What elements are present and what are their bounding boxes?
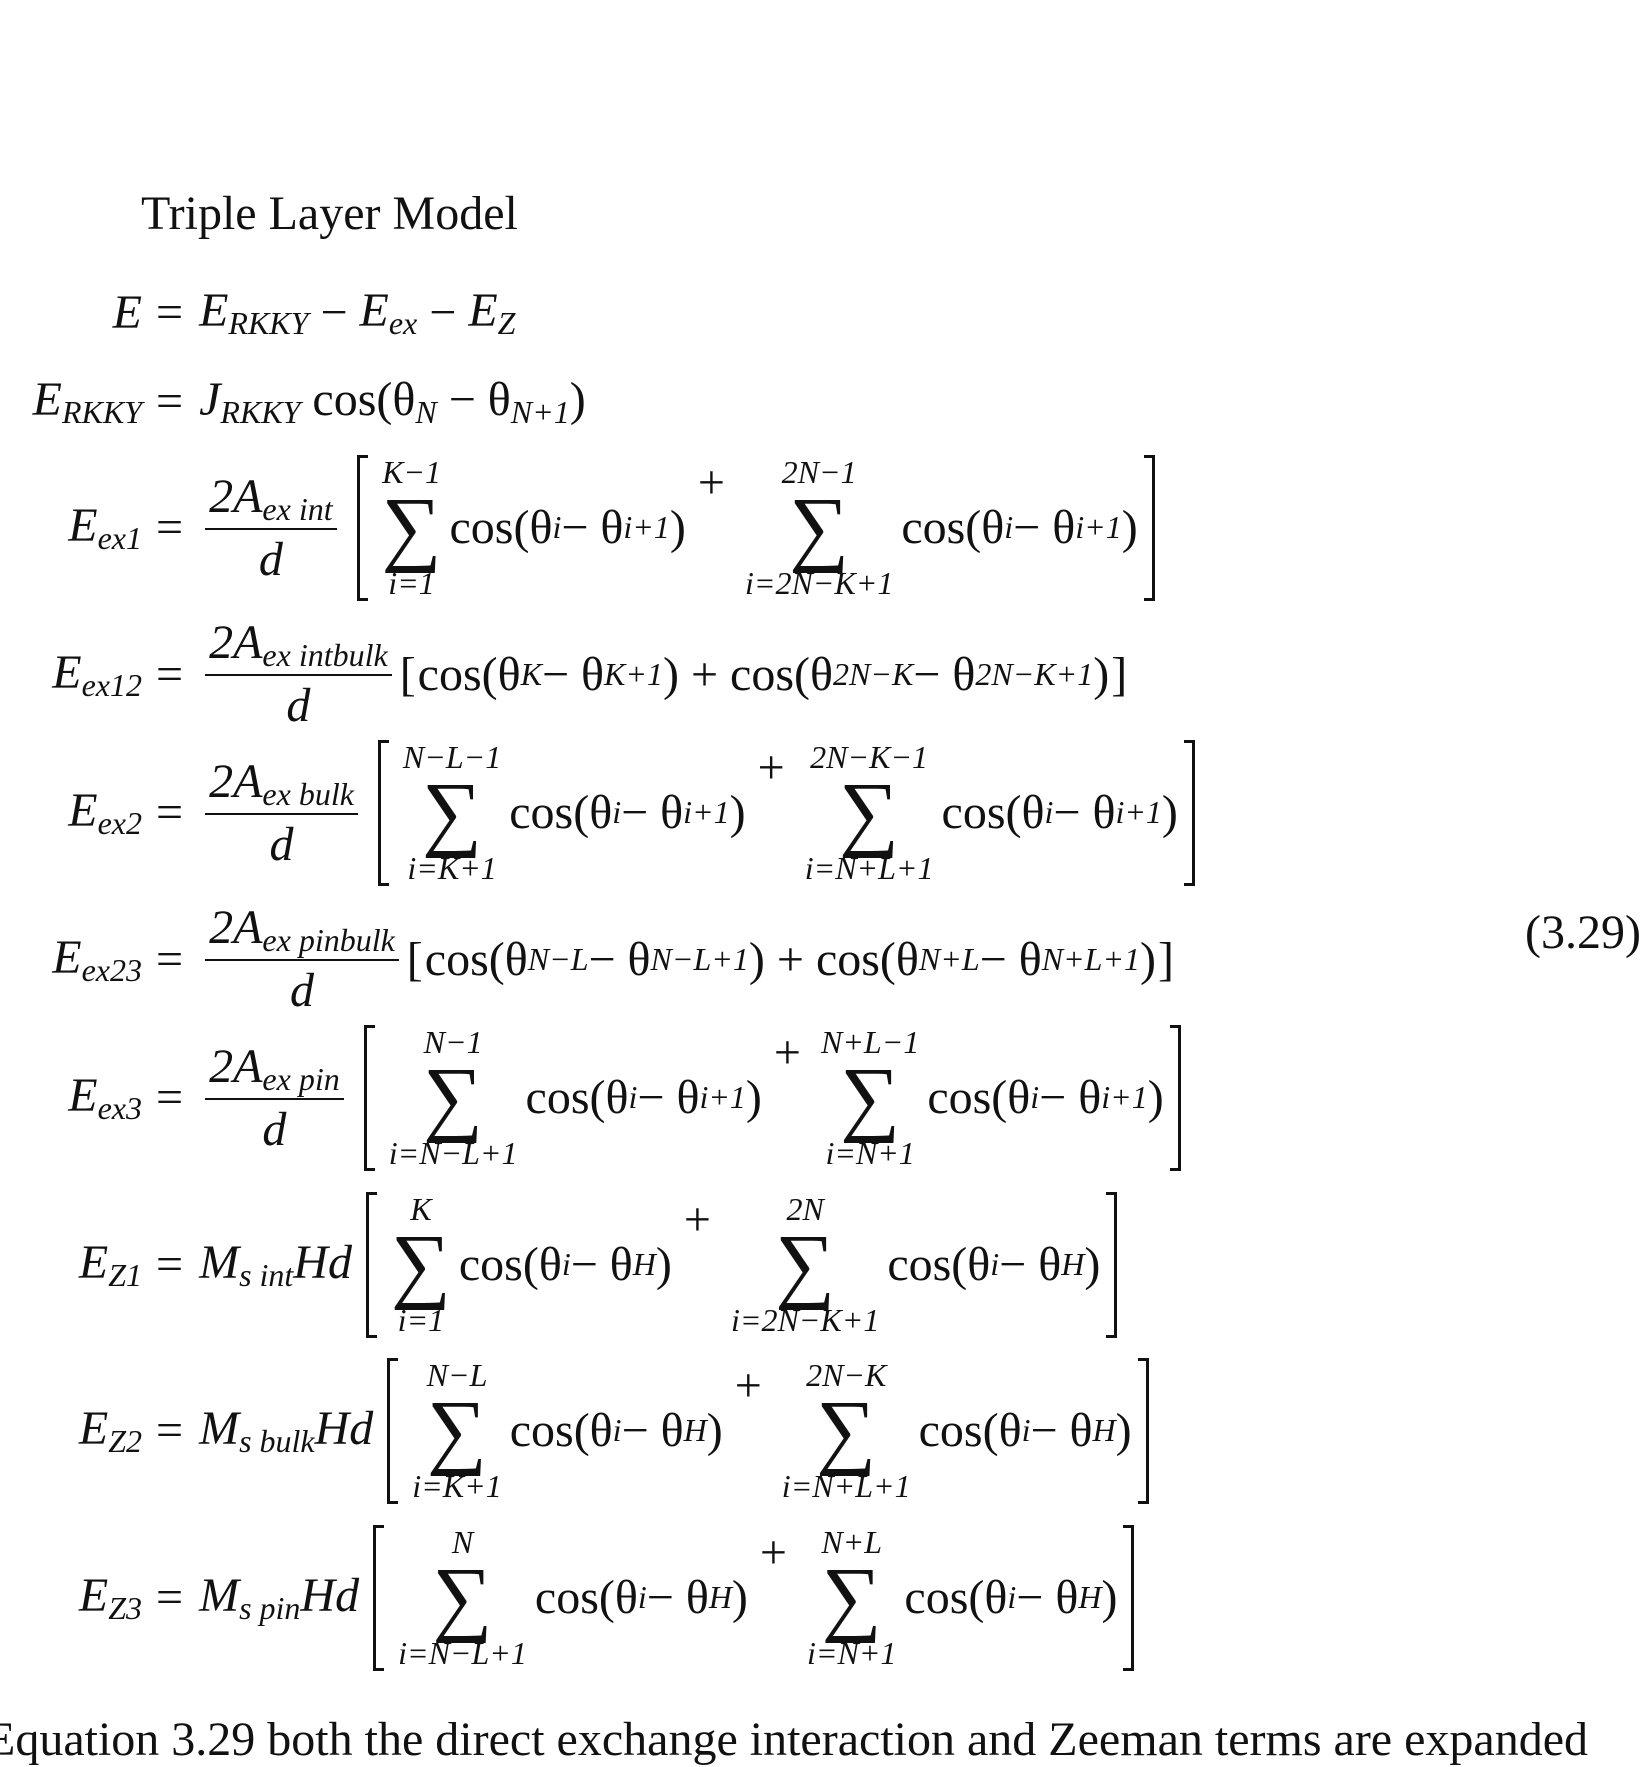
lhs-EZ2: EZ2	[78, 1402, 142, 1460]
lhs-E: E	[112, 286, 142, 339]
equation-total-energy: E = ERKKY− Eex− EZ	[0, 283, 516, 342]
equation-number: (3.29)	[1525, 906, 1641, 959]
lhs-Eex23: Eex23	[52, 930, 142, 988]
lhs-EZ1: EZ1	[78, 1236, 142, 1294]
equation-rkky: ERKKY = JRKKY cos(θN − θN+1)	[0, 372, 586, 431]
lhs-Eex1: Eex1	[68, 499, 142, 557]
lhs-ERKKY: ERKKY	[32, 373, 142, 430]
section-title: Triple Layer Model	[141, 187, 518, 240]
lhs-Eex12: Eex12	[52, 645, 142, 703]
lhs-EZ3: EZ3	[78, 1569, 142, 1627]
lhs-Eex3: Eex3	[68, 1069, 142, 1127]
lhs-Eex2: Eex2	[68, 784, 142, 842]
